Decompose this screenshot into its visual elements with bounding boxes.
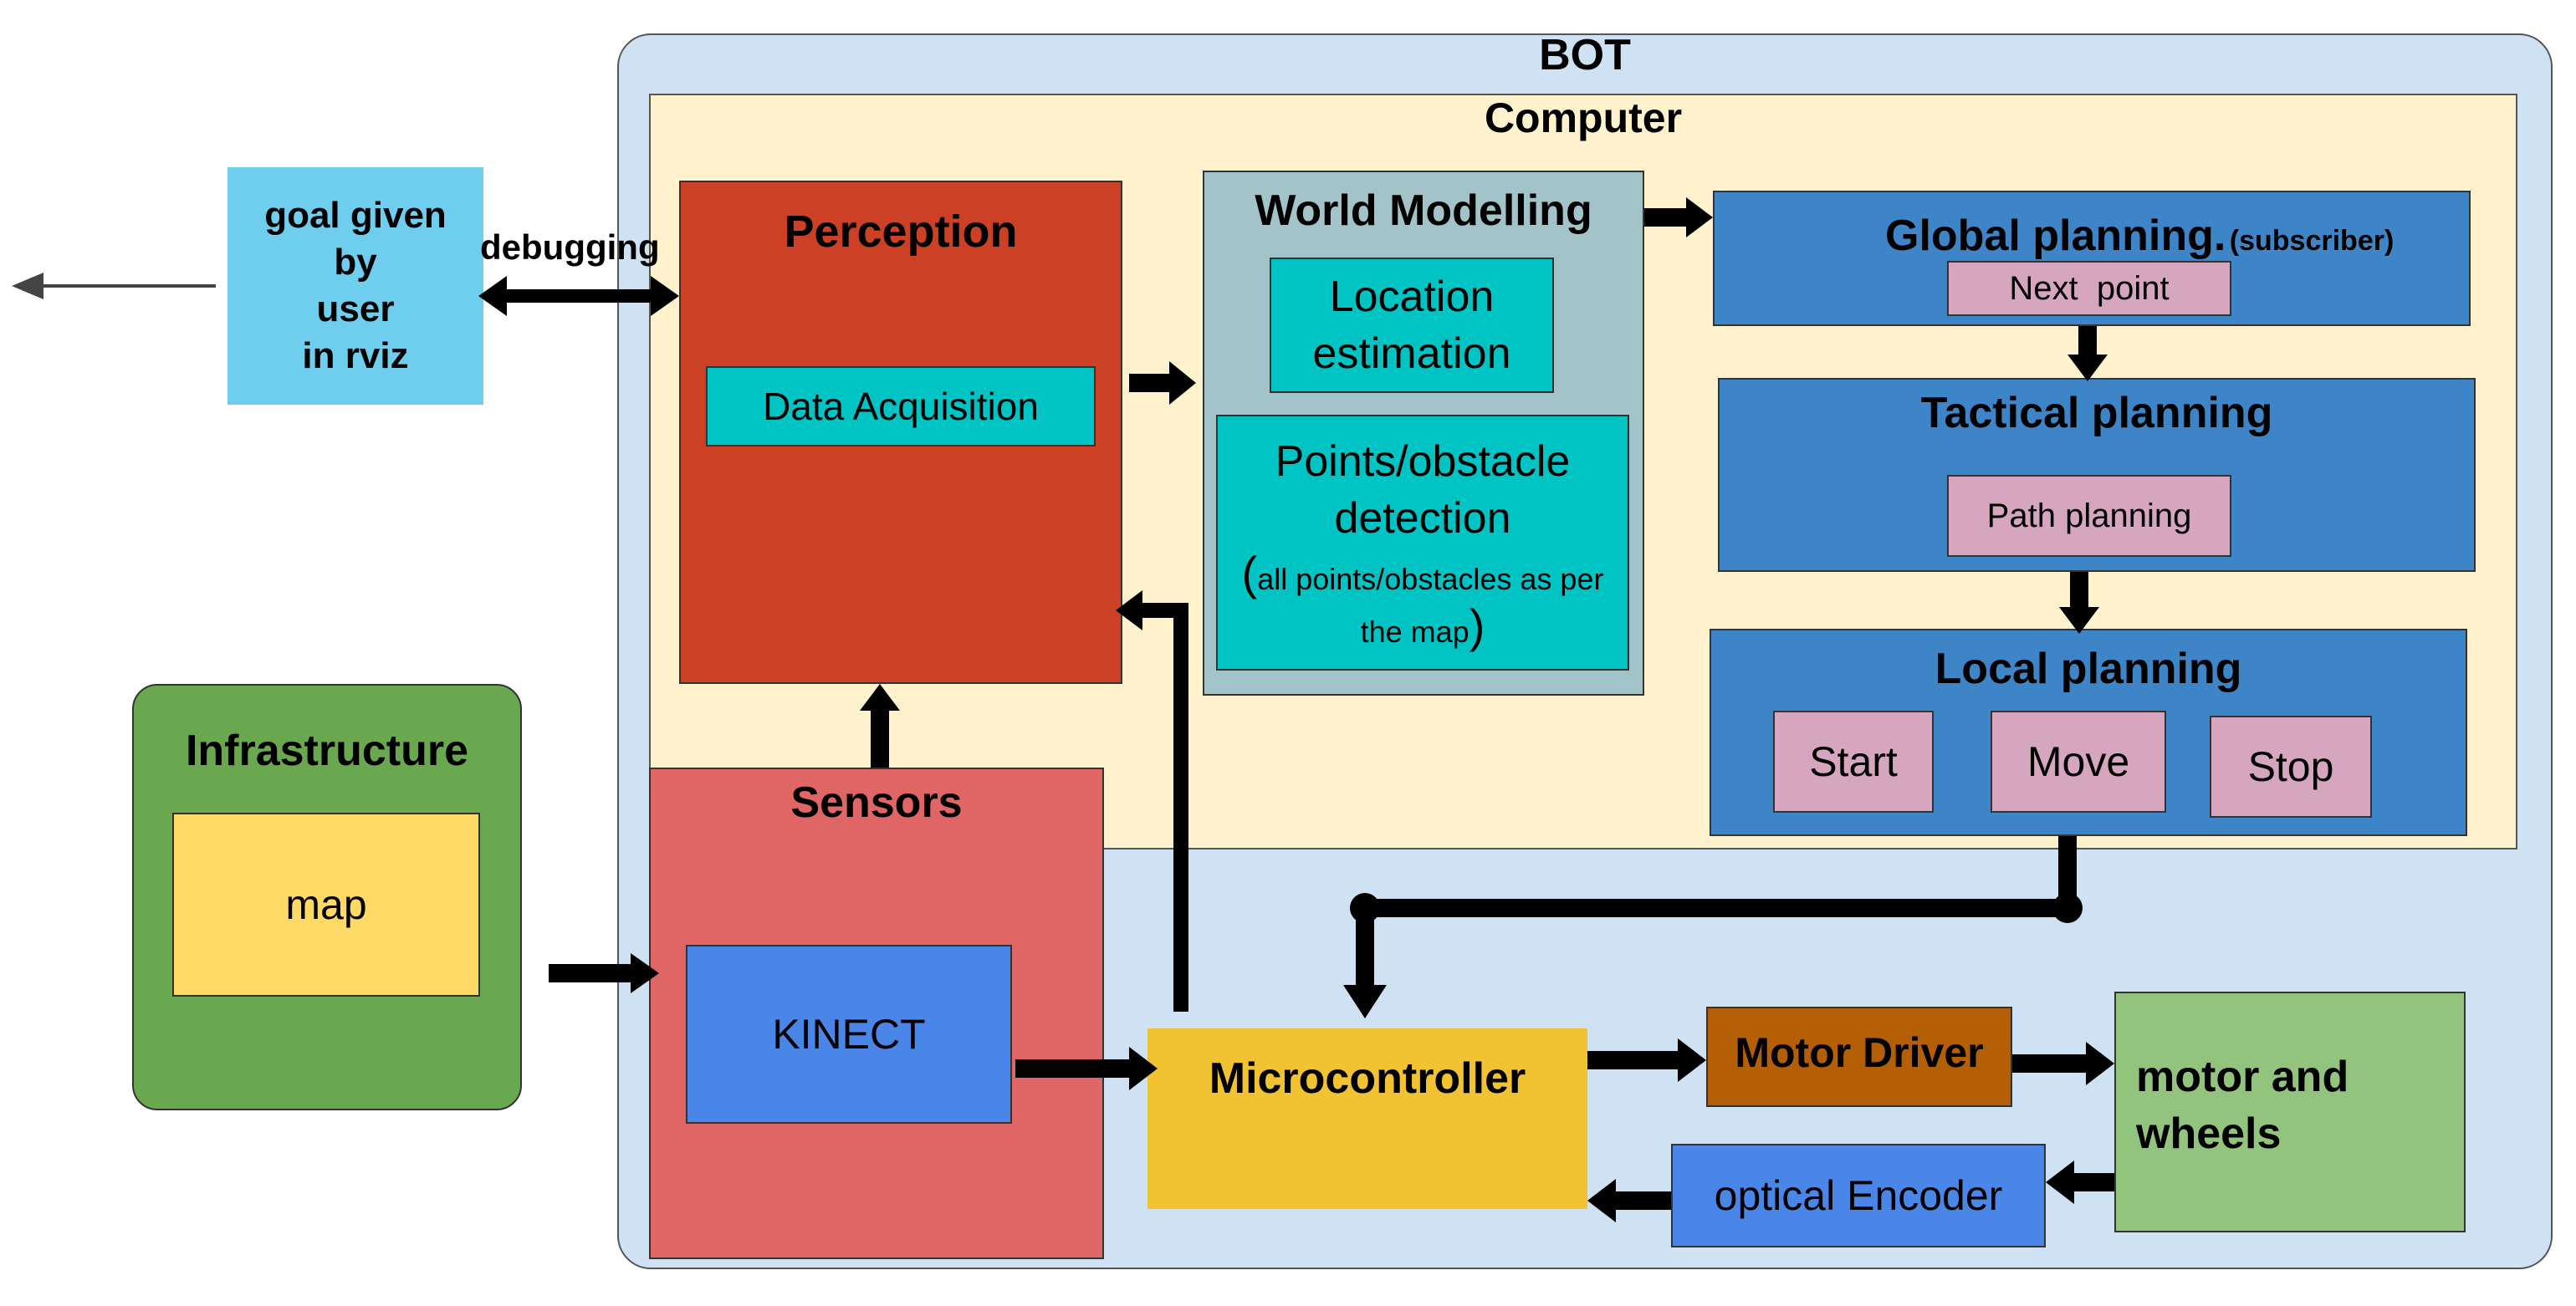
goal-line: goal given <box>264 195 447 236</box>
goal-line: in rviz <box>302 335 409 376</box>
global-planning-box: Global planning. (subscriber) Next point <box>1713 191 2471 326</box>
debugging-label: debugging <box>480 227 660 267</box>
points-title-line: detection <box>1334 494 1511 543</box>
optical-encoder-label: optical Encoder <box>1714 1172 2003 1219</box>
motor-driver-label: Motor Driver <box>1735 1029 1984 1076</box>
world-modelling-box: World Modelling Location estimation Poin… <box>1203 171 1644 696</box>
motor-driver-to-wheels-arrow <box>2012 1042 2114 1085</box>
encoder-to-micro-arrow <box>1587 1179 1671 1222</box>
local-planning-box: Local planning Start Move Stop <box>1710 629 2467 836</box>
next-point-box: Next point <box>1947 261 2231 316</box>
move-label: Move <box>2027 738 2130 785</box>
perception-box: Perception Data Acquisition <box>679 181 1122 684</box>
infrastructure-box: Infrastructure map <box>132 684 522 1110</box>
data-acquisition-label: Data Acquisition <box>763 385 1039 428</box>
map-box: map <box>172 813 480 997</box>
start-label: Start <box>1809 738 1898 785</box>
kinect-to-micro-arrow <box>1015 1047 1158 1090</box>
sensors-title: Sensors <box>790 778 963 827</box>
map-label: map <box>285 881 367 928</box>
global-planning-heading: Global planning. (subscriber) <box>1885 211 2394 261</box>
data-acquisition-box: Data Acquisition <box>706 366 1096 446</box>
microcontroller-label: Microcontroller <box>1209 1054 1526 1103</box>
motor-wheels-line: motor and <box>2136 1053 2349 1101</box>
tactical-planning-title: Tactical planning <box>1920 389 2273 437</box>
micro-to-perception-arrow <box>1116 590 1188 1012</box>
microcontroller-box: Microcontroller <box>1147 1028 1587 1209</box>
infrastructure-to-sensors-arrow <box>549 953 659 993</box>
kinect-box: KINECT <box>686 945 1012 1124</box>
motor-wheels-box: motor and wheels <box>2114 992 2466 1232</box>
goal-box: goal given by user in rviz <box>227 167 483 405</box>
motor-driver-box: Motor Driver <box>1706 1007 2012 1107</box>
next-point-label: Next point <box>2009 269 2170 307</box>
points-title-line: Points/obstacle <box>1275 437 1571 486</box>
stop-label: Stop <box>2247 743 2334 790</box>
local-to-micro-arrow <box>1343 836 2083 1018</box>
world-modelling-title: World Modelling <box>1255 186 1592 235</box>
sensors-to-perception-arrow <box>860 684 900 768</box>
points-note-line: all points/obstacles as per <box>1257 562 1604 596</box>
local-planning-title: Local planning <box>1935 645 2242 693</box>
tactical-planning-box: Tactical planning Path planning <box>1718 378 2476 572</box>
path-planning-label: Path planning <box>1986 497 2192 534</box>
bot-title: BOT <box>1539 31 1631 79</box>
world-to-global-arrow <box>1644 197 1713 237</box>
micro-to-motor-driver-arrow <box>1587 1038 1706 1082</box>
outgoing-thin-arrow <box>12 273 216 299</box>
infrastructure-title: Infrastructure <box>185 727 469 775</box>
points-obstacle-box: Points/obstacle detection (all points/ob… <box>1216 415 1629 671</box>
goal-line: by <box>334 242 377 283</box>
optical-encoder-box: optical Encoder <box>1671 1144 2046 1247</box>
location-line: Location <box>1329 273 1495 321</box>
goal-line: user <box>316 288 395 329</box>
global-planning-subtitle: (subscriber) <box>2229 225 2395 257</box>
global-planning-title: Global planning. <box>1885 212 2226 260</box>
wheels-to-encoder-arrow <box>2046 1161 2114 1204</box>
computer-title: Computer <box>1484 94 1683 141</box>
perception-to-world-arrow <box>1129 361 1196 405</box>
stop-box: Stop <box>2210 716 2372 818</box>
location-estimation-box: Location estimation <box>1270 258 1554 393</box>
motor-wheels-line: wheels <box>2136 1110 2282 1158</box>
sensors-box: Sensors KINECT <box>649 768 1104 1259</box>
perception-title: Perception <box>784 207 1018 257</box>
start-box: Start <box>1773 711 1934 813</box>
global-to-tactical-arrow <box>2067 326 2108 381</box>
kinect-label: KINECT <box>772 1011 926 1058</box>
path-planning-box: Path planning <box>1947 475 2231 557</box>
move-box: Move <box>1991 711 2166 813</box>
location-line: estimation <box>1312 329 1511 378</box>
tactical-to-local-arrow <box>2059 572 2099 634</box>
points-note-line: the map <box>1360 615 1469 649</box>
debugging-double-arrow <box>478 276 679 316</box>
